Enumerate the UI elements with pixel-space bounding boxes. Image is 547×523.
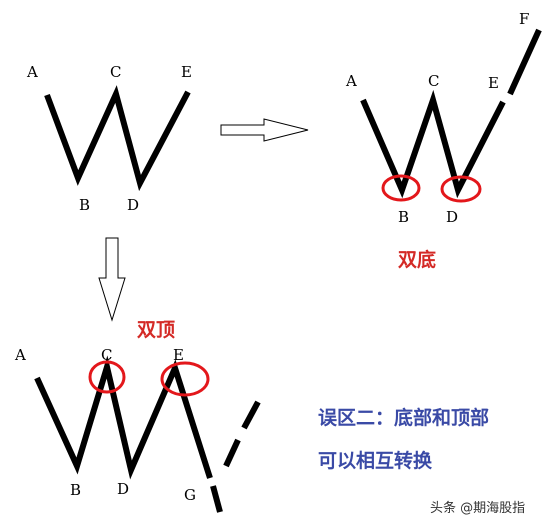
b-label-c: C <box>101 346 112 364</box>
top-right-w-pattern: A B C D E F 双底 <box>345 10 542 271</box>
tl-label-e: E <box>181 63 192 81</box>
breakdown-dash-1 <box>241 400 261 430</box>
breakdown-line-g <box>210 485 223 513</box>
note-line-2: 可以相互转换 <box>318 450 433 472</box>
b-label-a: A <box>14 346 26 364</box>
bottom-w-line <box>34 355 213 480</box>
top-left-w-line <box>44 85 191 192</box>
breakdown-dash-2 <box>223 438 241 468</box>
b-label-d: D <box>117 480 129 498</box>
tr-label-a: A <box>345 72 357 90</box>
bottom-highlight-b <box>381 174 421 202</box>
tl-label-c: C <box>110 63 121 81</box>
top-right-w-line <box>360 89 506 199</box>
tl-label-a: A <box>26 63 38 81</box>
tl-label-d: D <box>127 196 139 214</box>
top-highlight-c <box>88 360 126 394</box>
bottom-highlight-d <box>440 175 482 203</box>
watermark-text: 头条 @期海股指 <box>430 501 526 516</box>
tr-label-b: B <box>398 208 409 226</box>
top-left-w-pattern: A B C D E <box>26 63 192 214</box>
right-arrow <box>220 118 309 142</box>
b-label-e: E <box>173 346 184 364</box>
tr-label-f: F <box>519 10 529 28</box>
b-label-b: B <box>70 481 81 499</box>
double-bottom-title: 双底 <box>398 248 436 271</box>
b-label-g: G <box>184 486 196 504</box>
down-arrow <box>98 237 126 322</box>
bottom-w-pattern: A B C D E G 双顶 <box>14 319 261 513</box>
note-line-1: 误区二：底部和顶部 <box>318 407 490 429</box>
tr-label-c: C <box>428 72 439 90</box>
breakout-line-f <box>507 28 542 96</box>
tr-label-e: E <box>488 74 499 92</box>
top-highlight-e <box>160 361 210 397</box>
tr-label-d: D <box>446 208 458 226</box>
double-top-title: 双顶 <box>137 319 175 341</box>
tl-label-b: B <box>79 196 90 214</box>
